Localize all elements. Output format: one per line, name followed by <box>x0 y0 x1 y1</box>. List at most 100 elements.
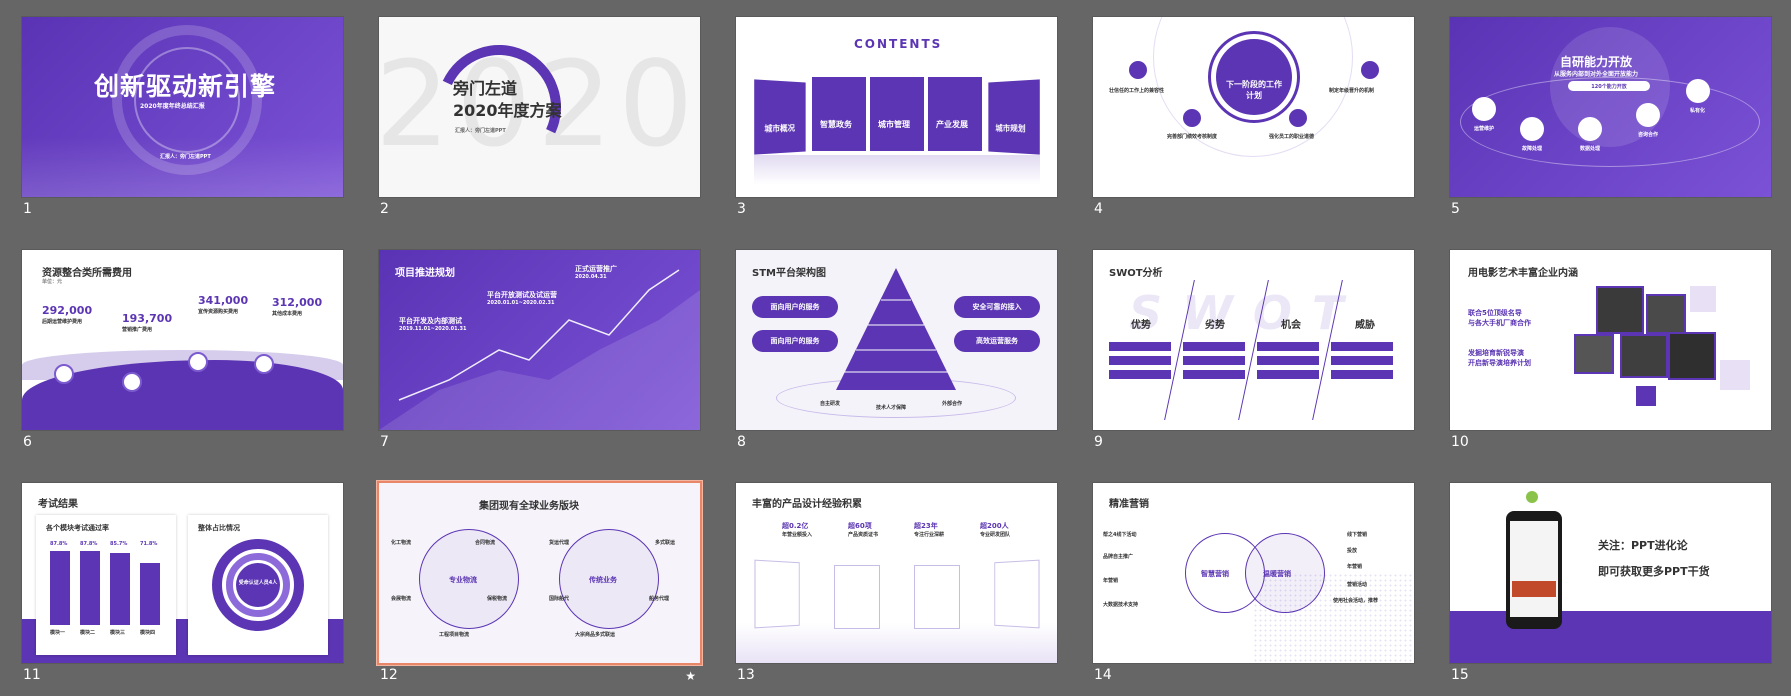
growth-line <box>379 269 700 430</box>
slide-9-bg-text: SWOT <box>1129 286 1364 340</box>
node-label: 咨询合作 <box>1638 132 1659 138</box>
slide-8-canvas[interactable]: STM平台架构图 面向用户的服务 面向用户的服务 安全可靠的接入 高效运营服务 … <box>736 250 1057 430</box>
value-4: 312,000 <box>272 296 323 309</box>
node-icon <box>1578 117 1602 141</box>
slide-number: 2 <box>380 201 389 217</box>
node-label: 数据处理 <box>1580 146 1601 152</box>
swot-bar <box>1257 342 1319 351</box>
bar-category: 模块二 <box>80 630 96 636</box>
certificate <box>834 565 880 629</box>
right-pill-1: 安全可靠的接入 <box>954 296 1040 318</box>
node-icon <box>1361 61 1379 79</box>
left-item: 保税物流 <box>487 596 508 602</box>
swot-bar <box>1257 356 1319 365</box>
stat-value: 超200人 <box>980 522 1009 530</box>
slide-6-unit: 单位：元 <box>42 279 63 285</box>
stat-value: 超0.2亿 <box>782 522 809 530</box>
slide-4-center-text: 下一阶段的工作计划 <box>1226 80 1282 100</box>
bar-card-title: 各个模块考试通过率 <box>46 524 109 532</box>
node-icon <box>1129 61 1147 79</box>
animation-star-icon: ★ <box>685 669 696 683</box>
right-item: 船务代理 <box>649 596 670 602</box>
right-item: 营销活动 <box>1347 582 1368 588</box>
center-disc <box>1216 39 1292 115</box>
node-label: 制定年级晋升的机制 <box>1329 88 1375 94</box>
donut-ring-inner <box>226 553 290 617</box>
base-label: 技术人才保障 <box>876 405 907 411</box>
slide-number: 8 <box>737 434 746 450</box>
stat-label: 专注行业深耕 <box>914 532 945 538</box>
center-ring <box>1208 31 1300 123</box>
slide-14-canvas[interactable]: 精准营销 智慧营销 温暖营销 帮之4线下活动 品牌自主推广 年营销 大数据技术支… <box>1093 483 1414 663</box>
slide-number: 7 <box>380 434 389 450</box>
slide-5-canvas[interactable]: 自研能力开放 从服务内部到对外全面开放能力 120个能力开放 运营维护 故障处理… <box>1450 17 1771 197</box>
bar <box>110 553 130 625</box>
right-item: 大宗商品多式联运 <box>575 632 616 638</box>
swot-bar <box>1183 356 1245 365</box>
slide-11-title: 考试结果 <box>38 499 78 510</box>
value-2: 193,700 <box>122 312 173 325</box>
slide-7-title: 项目推进规划 <box>395 268 455 279</box>
slide-15-canvas[interactable]: 关注：PPT进化论 即可获取更多PPT干货 <box>1450 483 1771 663</box>
wave-shape <box>22 360 343 430</box>
right-item: 使用社会活动，推荐 <box>1333 598 1379 604</box>
pct-label: 87.8% <box>80 541 98 547</box>
bar <box>80 551 100 625</box>
phone-screen <box>1510 521 1558 617</box>
node-icon <box>1472 97 1496 121</box>
left-pill-1: 面向用户的服务 <box>752 296 838 318</box>
purple-band <box>1450 611 1771 663</box>
slide-13-title: 丰富的产品设计经验积累 <box>752 499 862 510</box>
certificate <box>994 559 1040 629</box>
marker-icon <box>54 364 74 384</box>
content-card-2: 智慧政务 <box>812 77 866 151</box>
slide-2-bg-year: 2020 <box>379 35 700 173</box>
value-label: 宣传资源购买费用 <box>198 309 239 315</box>
hub-circle <box>1245 533 1325 613</box>
stage-label-2: 平台开放测试及试运营 <box>487 291 557 299</box>
certificate <box>914 565 960 629</box>
slide-1-subtitle: 2020年度年终总结汇报 <box>140 103 205 110</box>
stage-label-3: 正式运营推广 <box>575 265 617 273</box>
bar <box>140 563 160 625</box>
stat-label: 产品资质证书 <box>848 532 879 538</box>
stat-value: 超60项 <box>848 522 872 530</box>
value-label: 营销推广费用 <box>122 327 153 333</box>
content-card-3: 城市管理 <box>870 77 924 151</box>
slide-10-canvas[interactable]: 用电影艺术丰富企业内涵 联合5位顶级名导 与各大手机厂商合作 发掘培育新锐导演 … <box>1450 250 1771 430</box>
pct-label: 85.7% <box>110 541 128 547</box>
slide-12-canvas[interactable]: 集团现有全球业务版块 专业物流 传统业务 化工物流 合同物流 会展物流 保税物流… <box>379 483 700 663</box>
director-photo <box>1596 286 1644 334</box>
bar-category: 模块一 <box>50 630 66 636</box>
hub-circle <box>559 529 659 629</box>
slide-11-canvas[interactable]: 考试结果 各个模块考试通过率 整体占比情况 87.8% 87.8% 85.7% … <box>22 483 343 663</box>
orbit-ellipse <box>1460 77 1760 167</box>
swot-bar <box>1331 370 1393 379</box>
slide-13-canvas[interactable]: 丰富的产品设计经验积累 超0.2亿 年营业额投入 超60项 产品资质证书 超23… <box>736 483 1057 663</box>
donut-center <box>236 563 280 607</box>
marker-icon <box>122 372 142 392</box>
node-label: 私有化 <box>1690 108 1706 114</box>
marker-icon <box>254 354 274 374</box>
slide-1-canvas[interactable]: 创新驱动新引擎 2020年度年终总结汇报 汇报人：旁门左道PPT <box>22 17 343 197</box>
node-label: 壮信任的工作上的兼容性 <box>1109 88 1165 94</box>
stat-label: 专业研发团队 <box>980 532 1011 538</box>
swot-bar <box>1257 370 1319 379</box>
accent-square <box>1636 386 1656 406</box>
slide-2-reporter: 汇报人：旁门左道PPT <box>455 128 506 134</box>
right-item: 年营销 <box>1347 564 1363 570</box>
slide-7-canvas[interactable]: 项目推进规划 平台开发及内部测试 2019.11.01~2020.01.31 平… <box>379 250 700 430</box>
marker-icon <box>188 352 208 372</box>
slide-9-canvas[interactable]: SWOT分析 SWOT 优势 劣势 机会 威胁 <box>1093 250 1414 430</box>
value-label: 后期运营维护费用 <box>42 319 83 325</box>
slide-number: 3 <box>737 201 746 217</box>
right-item: 线下营销 <box>1347 532 1368 538</box>
slide-6-canvas[interactable]: 资源整合类所需费用 单位：元 292,000 后期运营维护费用 193,700 … <box>22 250 343 430</box>
left-item: 帮之4线下活动 <box>1103 532 1137 538</box>
slide-2-canvas[interactable]: 2020 旁门左道 2020年度方案 汇报人：旁门左道PPT <box>379 17 700 197</box>
slide-1-reporter: 汇报人：旁门左道PPT <box>160 154 211 160</box>
slide-3-canvas[interactable]: CONTENTS 城市概况 智慧政务 城市管理 产业发展 城市规划 <box>736 17 1057 197</box>
slide-4-canvas[interactable]: 下一阶段的工作计划 壮信任的工作上的兼容性 制定年级晋升的机制 完善部门绩效考核… <box>1093 17 1414 197</box>
slide-14-title: 精准营销 <box>1109 499 1149 510</box>
swot-bar <box>1331 342 1393 351</box>
